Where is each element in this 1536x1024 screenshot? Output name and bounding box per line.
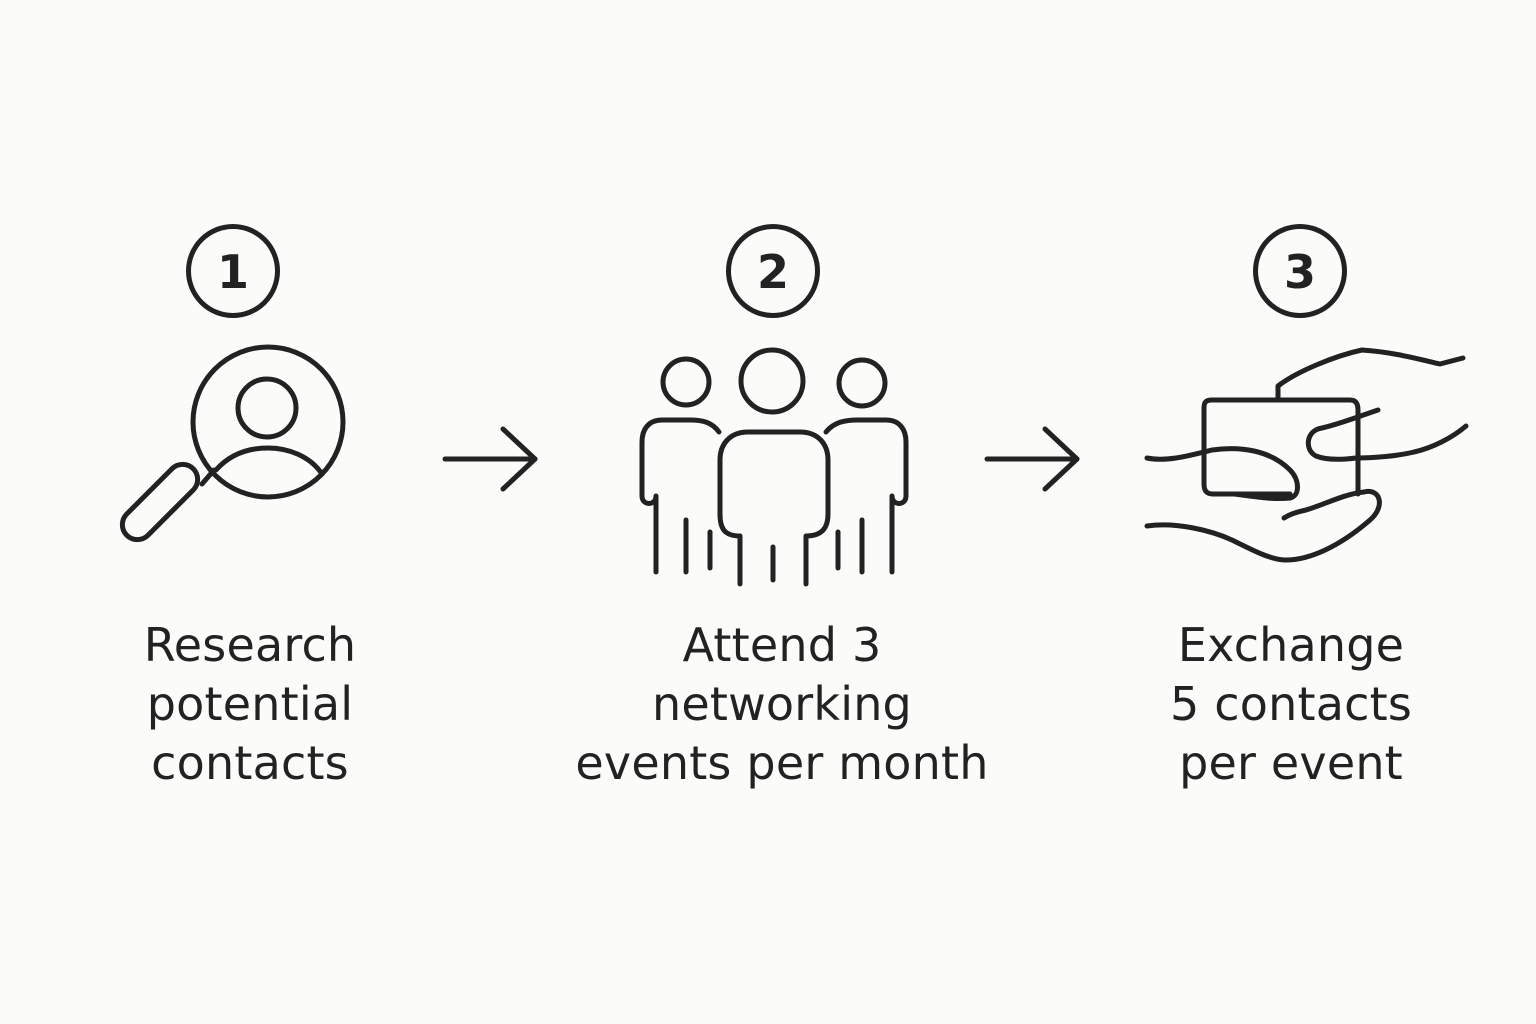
step-2-label-line-3: events per month xyxy=(575,736,989,790)
step-3-label-line-3: per event xyxy=(1179,736,1403,790)
step-2-label-line-1: Attend 3 xyxy=(682,618,882,672)
step-3-label-line-1: Exchange xyxy=(1177,618,1405,672)
step-1-label-line-2: potential xyxy=(146,677,354,731)
step-3-number-badge: 3 xyxy=(1253,224,1347,318)
search-person-icon xyxy=(119,344,346,543)
step-2-label-line-2: networking xyxy=(652,677,912,731)
step-3-number: 3 xyxy=(1283,245,1316,299)
arrow-right-icon xyxy=(984,426,1080,492)
group-people-icon xyxy=(639,347,909,587)
step-3-label-line-2: 5 contacts xyxy=(1170,677,1412,731)
step-3-label: Exchange 5 contacts per event xyxy=(1061,616,1521,793)
step-1-label-line-1: Research xyxy=(143,618,357,672)
step-1-number-badge: 1 xyxy=(186,224,280,318)
step-2-label: Attend 3 networking events per month xyxy=(552,616,1012,793)
step-1-label: Research potential contacts xyxy=(20,616,480,793)
step-2-number-badge: 2 xyxy=(726,224,820,318)
step-1-label-line-3: contacts xyxy=(151,736,349,790)
arrow-right-icon xyxy=(442,426,538,492)
step-2-number: 2 xyxy=(756,245,789,299)
card-exchange-icon xyxy=(1144,347,1469,563)
step-1-number: 1 xyxy=(216,245,249,299)
